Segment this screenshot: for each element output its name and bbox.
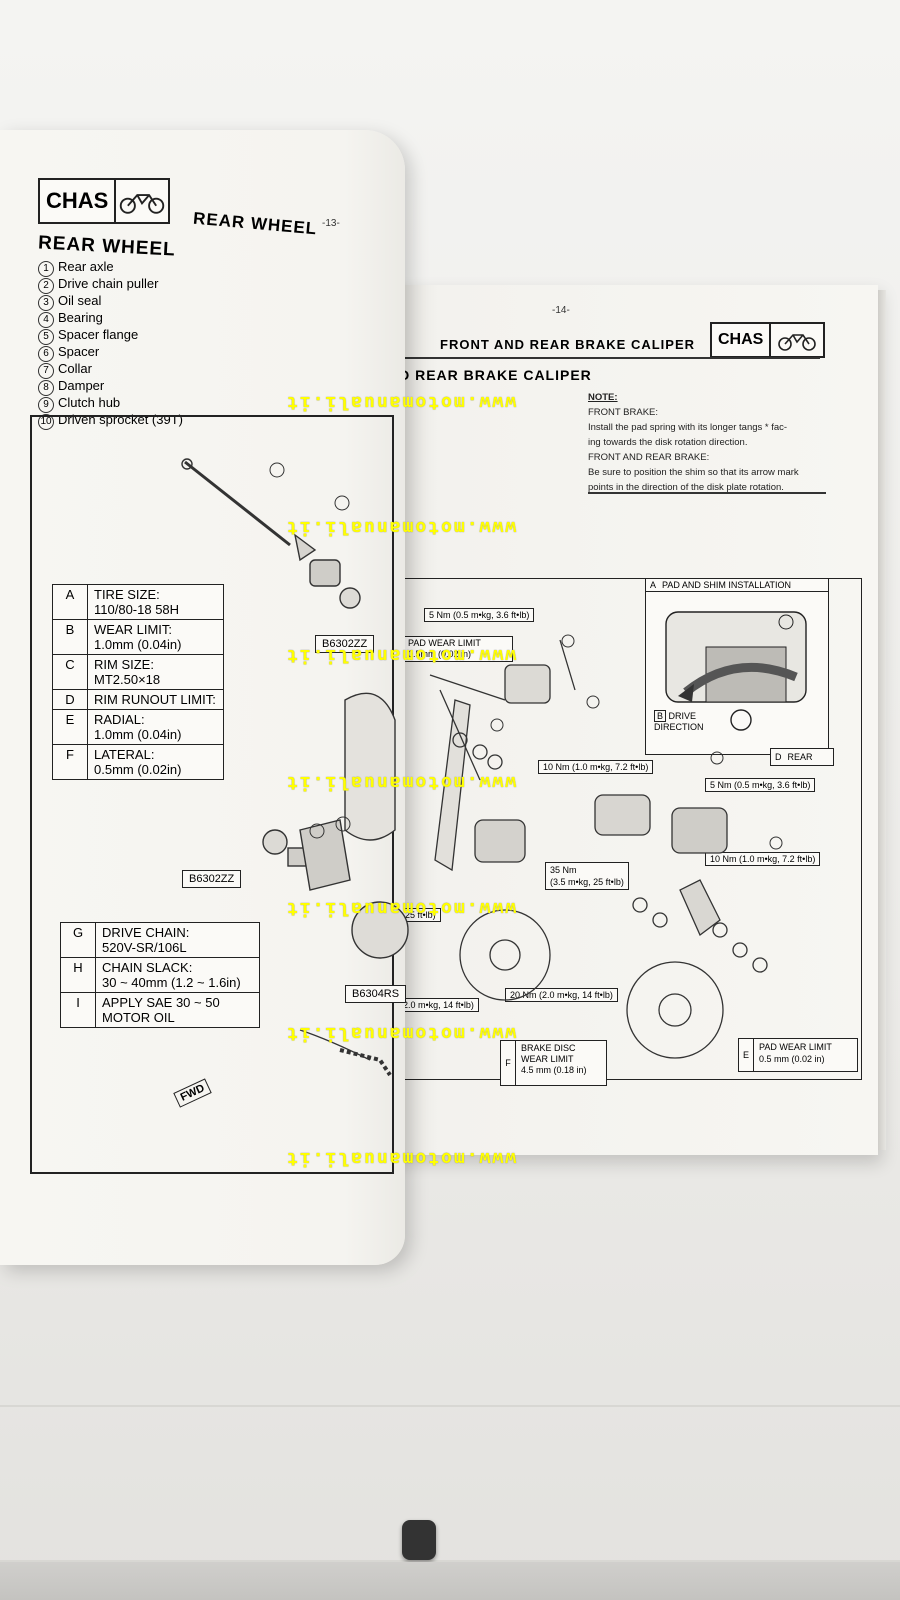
brake-disc-label: WEAR LIMIT bbox=[521, 1054, 574, 1064]
brake-disc-text: BRAKE DISC WEAR LIMIT 4.5 mm (0.18 in) bbox=[516, 1041, 592, 1085]
watermark-text: www.motomanuali.it bbox=[285, 517, 517, 538]
torque-label: 10 Nm (1.0 m•kg, 7.2 ft•lb) bbox=[538, 760, 654, 774]
rear-pad-wear-value: 0.5 mm (0.02 in) bbox=[759, 1054, 825, 1064]
watermark-text: www.motomanuali.it bbox=[285, 898, 517, 919]
torque-unit: (3.5 m•kg, 25 ft•lb) bbox=[550, 877, 624, 887]
motorcycle-icon bbox=[771, 329, 823, 351]
drive-direction-label: B DRIVE DIRECTION bbox=[654, 710, 704, 733]
bearing-tag: B6304RS bbox=[345, 985, 407, 1003]
pad-shim-drawing bbox=[665, 611, 807, 731]
direction-label: DIRECTION bbox=[654, 722, 704, 732]
pad-shim-box: A PAD AND SHIM INSTALLATION B DRIVE DIRE… bbox=[645, 578, 829, 755]
torque-label: 20 Nm (2.0 m•kg, 14 ft•lb) bbox=[505, 988, 618, 1002]
pad-wear-value: 0.5mm (0.02 in) bbox=[408, 649, 472, 659]
motorcycle-icon bbox=[116, 188, 168, 214]
brake-disc-box: F BRAKE DISC WEAR LIMIT 4.5 mm (0.18 in) bbox=[500, 1040, 607, 1086]
table-front-edge bbox=[0, 1562, 900, 1600]
table-edge bbox=[0, 1560, 900, 1562]
right-header-rule bbox=[380, 357, 820, 359]
note-rule bbox=[588, 492, 826, 494]
pad-shim-header: A PAD AND SHIM INSTALLATION bbox=[646, 579, 828, 592]
bearing-tag: B6302ZZ bbox=[182, 870, 242, 888]
front-pad-wear-box: PAD WEAR LIMIT 0.5mm (0.02 in) bbox=[403, 636, 513, 662]
watermark-text: www.motomanuali.it bbox=[285, 1148, 517, 1169]
right-page-number: -14- bbox=[552, 305, 570, 316]
brake-disc-label: BRAKE DISC bbox=[521, 1043, 576, 1053]
rear-pad-wear-text: PAD WEAR LIMIT 0.5 mm (0.02 in) bbox=[754, 1039, 837, 1071]
chas-label: CHAS bbox=[712, 324, 772, 356]
torque-label-35: 35 Nm (3.5 m•kg, 25 ft•lb) bbox=[545, 862, 629, 890]
pad-wear-label: PAD WEAR LIMIT bbox=[408, 638, 481, 648]
zipper-pull bbox=[402, 1520, 436, 1560]
page-stack-edge bbox=[878, 290, 886, 1150]
drive-label: DRIVE bbox=[668, 711, 697, 721]
note-line: FRONT BRAKE: bbox=[588, 407, 659, 418]
rear-pad-wear-box: E PAD WEAR LIMIT 0.5 mm (0.02 in) bbox=[738, 1038, 858, 1072]
brake-disc-value: 4.5 mm (0.18 in) bbox=[521, 1065, 587, 1075]
rear-pad-wear-key: E bbox=[739, 1039, 754, 1071]
note-line: ing towards the disk rotation direction. bbox=[588, 437, 748, 448]
watermark-text: www.motomanuali.it bbox=[285, 1023, 517, 1044]
torque-label: 10 Nm (1.0 m•kg, 7.2 ft•lb) bbox=[705, 852, 821, 866]
drive-key: B bbox=[654, 710, 667, 722]
watermark-text: www.motomanuali.it bbox=[285, 645, 517, 666]
right-section-title: ND REAR BRAKE CALIPER bbox=[388, 367, 592, 383]
note-line: Install the pad spring with its longer t… bbox=[588, 422, 788, 433]
note-line: Be sure to position the shim so that its… bbox=[588, 467, 799, 478]
rear-label: REAR bbox=[787, 752, 813, 762]
rear-box: D REAR bbox=[770, 748, 834, 766]
note-line: FRONT AND REAR BRAKE: bbox=[588, 452, 710, 463]
watermark-text: www.motomanuali.it bbox=[285, 772, 517, 793]
pad-shim-title: PAD AND SHIM INSTALLATION bbox=[662, 580, 792, 590]
torque-label: 5 Nm (0.5 m•kg, 3.6 ft•lb) bbox=[424, 608, 535, 622]
table-seam bbox=[0, 1405, 900, 1407]
rear-pad-wear-label: PAD WEAR LIMIT bbox=[759, 1042, 832, 1052]
left-page-number: -13- bbox=[322, 218, 340, 229]
torque-value: 35 Nm bbox=[550, 865, 577, 875]
note-heading: NOTE: bbox=[588, 392, 618, 403]
chas-label: CHAS bbox=[40, 180, 117, 222]
pad-shim-key: A bbox=[650, 580, 657, 590]
note-block: NOTE: FRONT BRAKE: Install the pad sprin… bbox=[588, 390, 828, 495]
torque-label: 2.0 m•kg, 14 ft•lb) bbox=[398, 998, 479, 1012]
watermark-text: www.motomanuali.it bbox=[285, 392, 517, 413]
note-line: points in the direction of the disk plat… bbox=[588, 482, 784, 493]
bearing-tag: B6302ZZ bbox=[315, 635, 375, 653]
rear-key: D bbox=[775, 752, 782, 762]
brake-disc-key: F bbox=[501, 1041, 516, 1085]
left-chas-badge: CHAS bbox=[38, 178, 171, 224]
torque-label: 5 Nm (0.5 m•kg, 3.6 ft•lb) bbox=[705, 778, 816, 792]
right-header-title: FRONT AND REAR BRAKE CALIPER bbox=[440, 337, 696, 352]
